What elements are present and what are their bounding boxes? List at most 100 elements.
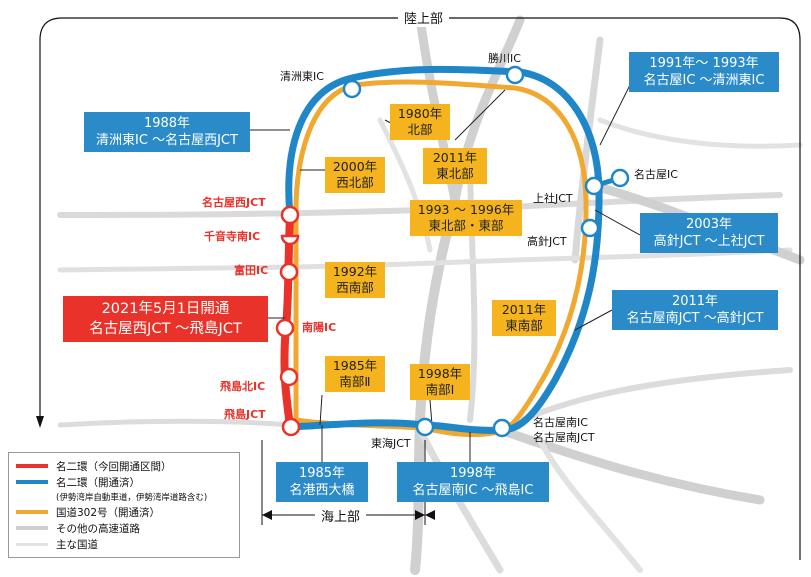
- label-302-2011-ne-year: 2011年: [432, 150, 478, 165]
- ic-label-nagoya-minami-jct: 名古屋南JCT: [533, 431, 595, 444]
- label-302-2000: 2000年 西北部: [325, 157, 385, 193]
- label-302-2011-ne-name: 東北部: [436, 166, 474, 181]
- leader-1991: [599, 84, 631, 146]
- legend-text-red: 名二環（今回開通区間）: [56, 460, 172, 473]
- label-302-1980-name: 北部: [407, 122, 433, 137]
- node-senonji-minami: [280, 234, 300, 246]
- label-302-1992-year: 1992年: [332, 264, 378, 279]
- label-302-2011-ne: 2011年 東北部: [423, 148, 487, 184]
- leader-2011b: [574, 309, 613, 331]
- legend-swatch-gray-light: [16, 542, 48, 546]
- ic-label-nagoya-minami-ic: 名古屋南IC: [533, 416, 588, 429]
- road-east-branch: [597, 117, 803, 149]
- legend-row-blue: 名二環（開通済）: [16, 474, 232, 490]
- legend-text-blue: 名二環（開通済）: [56, 476, 140, 489]
- label-302-1993: 1993 ～ 1996年 東北部・東部: [410, 200, 522, 236]
- label-meinikan-1988-year: 1988年: [143, 116, 191, 131]
- legend-text-orange: 国道302号（開通済）: [56, 506, 161, 519]
- legend-swatch-orange: [16, 510, 48, 514]
- node-tokai: [415, 417, 435, 437]
- label-302-1985-name: 南部Ⅱ: [339, 374, 371, 389]
- legend-swatch-blue: [16, 480, 48, 484]
- node-nanyo: [275, 318, 295, 338]
- legend: 名二環（今回開通区間） 名二環（開通済） (伊勢湾岸自動車道，伊勢湾岸道路含む)…: [8, 452, 240, 558]
- land-region-label: 陸上部: [398, 8, 450, 27]
- legend-row-blue-note: (伊勢湾岸自動車道，伊勢湾岸道路含む): [16, 490, 232, 504]
- node-kiyosu-higashi: [342, 79, 362, 99]
- leader-1985: [319, 394, 323, 426]
- label-meinikan-1988-name: 清洲東IC ～名古屋西JCT: [96, 133, 238, 148]
- label-meinikan-2003-year: 2003年: [685, 217, 733, 232]
- road-sw: [57, 418, 293, 428]
- label-302-1980-year: 1980年: [397, 106, 443, 121]
- label-meinikan-1991-year: 1991年～ 1993年: [649, 56, 759, 71]
- meinikan-ring-blue: [285, 65, 603, 434]
- ic-label-senonji-minami: 千音寺南IC: [204, 230, 261, 243]
- ic-label-tobishima-jct: 飛島JCT: [224, 408, 266, 421]
- sea-arrow-right-2: [425, 510, 435, 520]
- label-meinikan-1998: 1998年 名古屋南IC ～飛島IC: [397, 462, 549, 502]
- leader-2003: [594, 209, 641, 236]
- label-meinikan-2003-name: 高針JCT ～上社JCT: [653, 234, 765, 249]
- label-meinikan-2011-name: 名古屋南JCT ～高針JCT: [626, 311, 764, 326]
- road-south-east: [495, 425, 765, 505]
- ic-nodes: [275, 65, 630, 438]
- ic-label-tobishima-kita: 飛島北IC: [220, 380, 266, 393]
- legend-swatch-gray-dark: [16, 526, 48, 530]
- legend-text-blue-note: (伊勢湾岸自動車道，伊勢湾岸道路含む): [56, 493, 208, 503]
- road-mid-ew: [57, 247, 793, 273]
- sea-region-label: 海上部: [315, 506, 367, 525]
- label-302-2000-name: 西北部: [336, 175, 374, 190]
- label-new-section-range: 名古屋西JCT ～飛島JCT: [89, 321, 242, 337]
- node-kamiyashiro: [584, 176, 604, 196]
- legend-row-orange: 国道302号（開通済）: [16, 504, 232, 520]
- label-302-1992-name: 西南部: [336, 280, 374, 295]
- legend-swatch-red: [16, 464, 48, 468]
- ic-label-nanyo: 南陽IC: [302, 321, 337, 334]
- legend-row-gray-light: 主な国道: [16, 536, 232, 552]
- label-302-1980: 1980年 北部: [390, 104, 450, 140]
- label-meinikan-1998-year: 1998年: [449, 466, 497, 481]
- node-tomita: [279, 262, 299, 282]
- road-northeast: [571, 36, 604, 264]
- label-new-section-date: 2021年5月1日開通: [101, 301, 230, 317]
- leader-2011ne: [454, 89, 506, 141]
- label-302-1998-name: 南部Ⅰ: [425, 382, 455, 397]
- node-nagoya-minami: [492, 418, 512, 438]
- label-302-2000-year: 2000年: [332, 159, 378, 174]
- label-302-2011-se-name: 東南部: [505, 318, 543, 333]
- new-section-red: [280, 214, 294, 428]
- legend-text-gray-dark: その他の高速道路: [56, 522, 140, 535]
- label-302-1985-year: 1985年: [332, 358, 378, 373]
- label-302-2011-se-year: 2011年: [501, 302, 547, 317]
- road-central-2: [467, 147, 478, 423]
- label-meinikan-1988: 1988年 清洲東IC ～名古屋西JCT: [84, 112, 250, 152]
- label-meinikan-1985-name: 名港西大橋: [289, 483, 355, 498]
- label-302-1992: 1992年 西南部: [325, 262, 385, 298]
- label-new-section: 2021年5月1日開通 名古屋西JCT ～飛島JCT: [63, 296, 268, 342]
- road-south-4: [537, 437, 643, 573]
- label-302-1998-year: 1998年: [417, 366, 463, 381]
- sea-arrow-right: [415, 510, 425, 520]
- node-nagoya-ic: [610, 168, 630, 188]
- label-meinikan-1998-name: 名古屋南IC ～飛島IC: [412, 483, 534, 498]
- label-meinikan-1991-name: 名古屋IC ～清洲東IC: [643, 73, 765, 88]
- label-meinikan-2011: 2011年 名古屋南JCT ～高針JCT: [612, 290, 778, 330]
- ic-label-takabari: 高針JCT: [527, 235, 567, 248]
- label-302-1993-name: 東北部・東部: [428, 218, 504, 233]
- label-meinikan-1985: 1985年 名港西大橋: [276, 462, 368, 502]
- node-kachigawa: [505, 65, 525, 85]
- ic-label-kachigawa: 勝川IC: [488, 52, 521, 65]
- ic-label-kiyosu-higashi: 清洲東IC: [280, 70, 324, 83]
- ic-label-tokai: 東海JCT: [371, 437, 411, 450]
- node-takabari: [580, 218, 600, 238]
- label-302-1998: 1998年 南部Ⅰ: [410, 364, 470, 400]
- sea-arrow-left: [262, 510, 272, 520]
- legend-text-gray-light: 主な国道: [56, 538, 98, 551]
- ic-label-nagoya-ic: 名古屋IC: [634, 168, 678, 181]
- node-nagoya-nishi: [280, 205, 300, 225]
- ic-label-tomita: 富田IC: [234, 264, 269, 277]
- label-meinikan-1991: 1991年～ 1993年 名古屋IC ～清洲東IC: [629, 52, 779, 92]
- node-tobishima-kita: [279, 367, 299, 387]
